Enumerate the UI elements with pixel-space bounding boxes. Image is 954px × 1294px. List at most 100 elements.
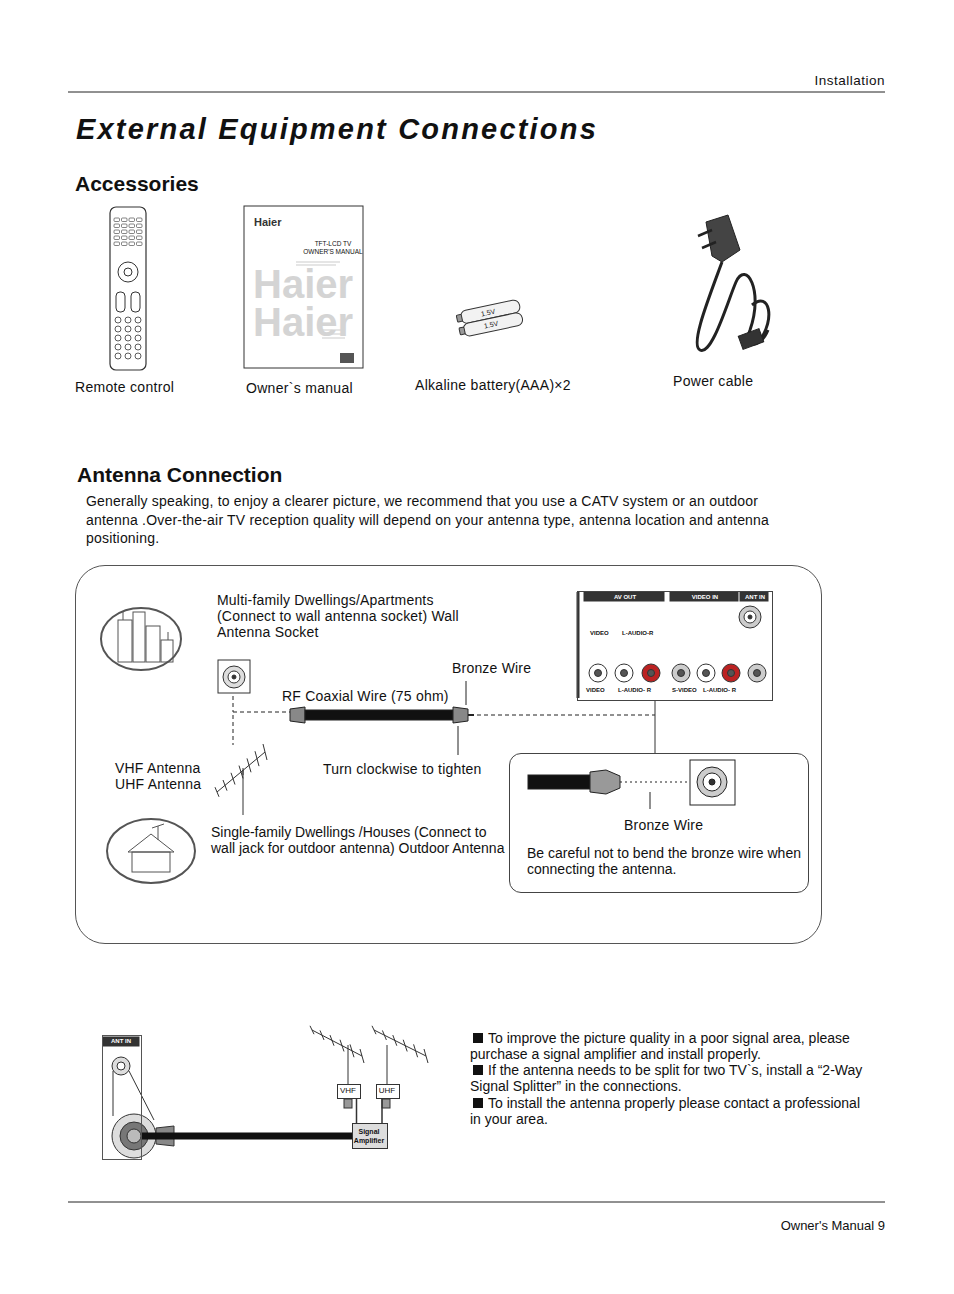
- tv-back-panel-jacks: [584, 592, 664, 601]
- house-icon: [132, 852, 170, 872]
- ant-in-closeup: [103, 1037, 139, 1046]
- house-icon: [128, 834, 174, 852]
- accessory-name: Remote control: [75, 379, 174, 396]
- remote-control-drawing: [116, 292, 125, 312]
- dwelling-description: Single-family Dwellings /Houses (Connect…: [211, 824, 506, 856]
- tv-back-panel-jacks: [672, 664, 690, 682]
- tv-back-panel-jacks: [670, 592, 738, 601]
- ant-in-closeup: [112, 1057, 130, 1075]
- uhf-antenna: [372, 1026, 376, 1034]
- uhf-antenna: [372, 1026, 428, 1084]
- amplifier-label: Signal Amplifier: [353, 1127, 385, 1145]
- inset-connection-drawing: [528, 775, 590, 789]
- instruction-label: Turn clockwise to tighten: [323, 761, 482, 778]
- tv-back-panel-jacks: [739, 606, 761, 628]
- apartment-icon: [101, 608, 181, 670]
- outdoor-antenna: [231, 773, 235, 785]
- remote-control-drawing: [137, 230, 143, 234]
- owners-manual-drawing: [244, 206, 363, 368]
- dwelling-description: Multi-family Dwellings/Apartments (Conne…: [217, 592, 469, 640]
- band-label: VHF: [338, 1086, 358, 1096]
- remote-control-drawing: [135, 335, 141, 341]
- remote-control-drawing: [118, 262, 138, 282]
- battery-drawing: [456, 314, 462, 322]
- tv-back-panel-jacks: [722, 664, 740, 682]
- owners-manual-drawing: [340, 353, 354, 363]
- owners-manual-drawing: [244, 206, 363, 368]
- coaxial-cable: [290, 707, 305, 723]
- remote-control-drawing: [115, 335, 121, 341]
- remote-control-drawing: [115, 353, 121, 359]
- section-heading: Antenna Connection: [77, 462, 282, 487]
- remote-control-drawing: [115, 326, 121, 332]
- remote-control-drawing: [124, 268, 132, 276]
- outdoor-antenna: [215, 787, 219, 797]
- outdoor-antenna: [247, 758, 251, 772]
- uhf-antenna: [387, 1045, 388, 1084]
- uhf-antenna: [403, 1040, 407, 1052]
- remote-control-drawing: [129, 242, 135, 246]
- port-group-name: ANT IN: [741, 594, 769, 601]
- tv-back-panel-jacks: [703, 670, 710, 677]
- port-name: VIDEO: [586, 687, 605, 694]
- vhf-antenna: [340, 1040, 344, 1052]
- wall-antenna-socket: [228, 671, 240, 683]
- tv-back-panel-jacks: [740, 592, 768, 601]
- section-heading: Accessories: [75, 171, 199, 196]
- power-cable-drawing: [706, 215, 740, 262]
- coaxial-cable: [233, 696, 234, 712]
- band-label: UHF: [377, 1086, 397, 1096]
- house-icon: [107, 819, 195, 883]
- tv-back-panel-jacks: [748, 615, 752, 619]
- apartment-icon: [168, 632, 169, 640]
- remote-control-drawing: [122, 224, 128, 228]
- amplifier-plugs: [344, 1099, 390, 1108]
- rule-lines: [68, 1202, 885, 1203]
- ant-in-closeup: [127, 1129, 141, 1143]
- wall-antenna-socket: [223, 666, 245, 688]
- remote-control-drawing: [137, 236, 143, 240]
- tv-back-panel-jacks: [615, 664, 633, 682]
- tv-back-panel-jacks: [678, 670, 685, 677]
- part-label: RF Coaxial Wire (75 ohm): [282, 688, 449, 705]
- port-name: S-VIDEO: [672, 687, 697, 694]
- tv-back-panel-jacks: [589, 664, 607, 682]
- amplifier-plugs: [382, 1099, 390, 1108]
- port-group-name: AV OUT: [585, 594, 665, 601]
- note-bullets: [473, 1033, 483, 1043]
- tv-back-panel: AV OUTVIDEO INANT INVIDEOL-AUDIO-RVIDEOL…: [577, 591, 773, 701]
- accessory-name: Owner`s manual: [246, 380, 353, 397]
- caution-note: Be careful not to bend the bronze wire w…: [527, 845, 802, 877]
- inset-connection-drawing: [620, 782, 688, 783]
- outdoor-antenna: [215, 744, 267, 815]
- antenna-port-box: UHF: [376, 1084, 400, 1099]
- remote-control-drawing: [125, 335, 131, 341]
- remote-control-drawing: [122, 230, 128, 234]
- note: To improve the picture quality in a poor…: [470, 1030, 865, 1062]
- house-icon: [158, 826, 159, 840]
- remote-control-drawing: [125, 353, 131, 359]
- vhf-antenna: [310, 1026, 314, 1034]
- apartment-icon: [146, 626, 160, 662]
- vhf-antenna: [360, 1049, 364, 1063]
- wall-antenna-socket: [218, 660, 250, 693]
- rule-lines: [68, 92, 885, 93]
- note: If the antenna needs to be split for two…: [470, 1062, 865, 1094]
- remote-control-drawing: [135, 344, 141, 350]
- note-bullets: [473, 1065, 483, 1075]
- accessory-name: Power cable: [673, 373, 753, 390]
- coaxial-cable: [470, 715, 655, 716]
- page-title: External Equipment Connections: [76, 112, 598, 147]
- coaxial-cable: [233, 712, 290, 713]
- remote-control-drawing: [122, 242, 128, 246]
- coaxial-cable: [468, 714, 474, 716]
- vhf-antenna: [312, 1030, 362, 1056]
- remote-control-drawing: [137, 224, 143, 228]
- outdoor-antenna: [223, 780, 227, 791]
- connector-line: [655, 701, 656, 753]
- remote-control-drawing: [129, 224, 135, 228]
- part-label: Bronze Wire: [452, 660, 531, 677]
- watermark: Haier: [253, 298, 353, 346]
- vhf-antenna: [310, 1026, 364, 1084]
